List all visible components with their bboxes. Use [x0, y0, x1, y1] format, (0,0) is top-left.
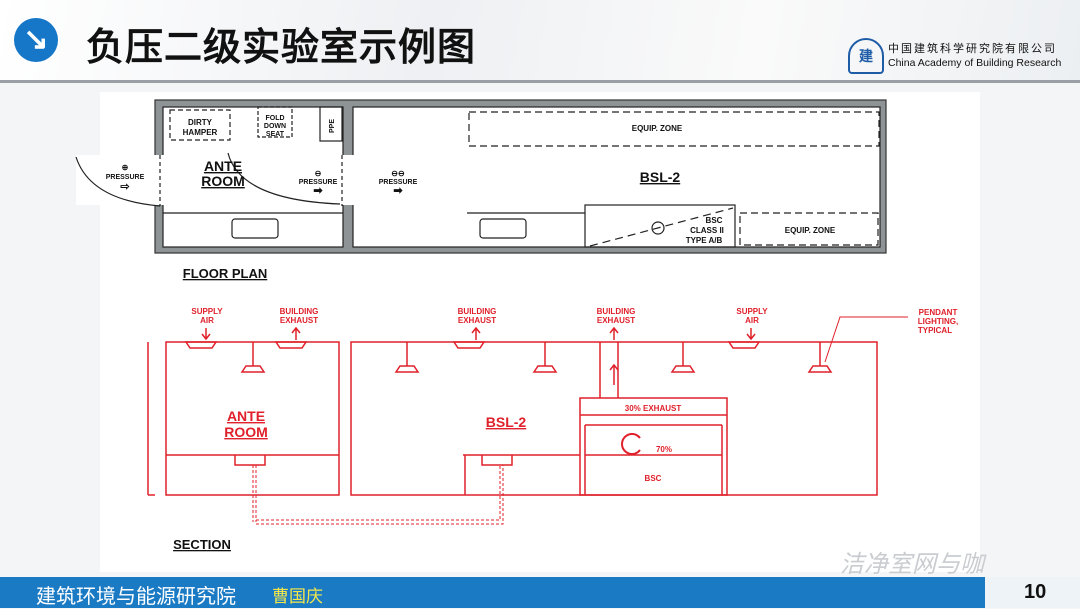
negative-pressure-icon: ⊖	[315, 169, 322, 178]
arrow-right-icon: ⇨	[120, 181, 130, 193]
page-number-box	[985, 577, 1080, 608]
floor-plan-caption: FLOOR PLAN	[183, 266, 268, 281]
cabr-logo-icon: 建	[848, 38, 884, 74]
pendant-lights	[240, 342, 833, 373]
ante-room-floor	[162, 106, 344, 248]
label: AIR	[745, 316, 759, 325]
exhaust-label: 30% EXHAUST	[625, 404, 682, 413]
equip-zone-top	[468, 111, 880, 147]
label: LIGHTING,	[918, 317, 958, 326]
label: FOLD	[265, 115, 284, 122]
logo-english-name: China Academy of Building Research	[888, 57, 1062, 69]
label: EXHAUST	[280, 316, 318, 325]
watermark: 洁净室网与咖	[840, 550, 984, 578]
label: EXHAUST	[597, 316, 635, 325]
pressure-label: PRESSURE	[299, 179, 338, 186]
label: TYPICAL	[918, 326, 952, 335]
ante-room-label: ROOM	[201, 173, 245, 189]
entry-door-swing	[75, 156, 161, 207]
arrow-down-right-icon: ↘	[14, 18, 58, 62]
label: EXHAUST	[458, 316, 496, 325]
header-background	[0, 0, 1080, 82]
ppe-cabinet	[319, 106, 343, 142]
bsl2-floor	[352, 106, 881, 248]
footer-institute: 建筑环境与能源研究院	[36, 584, 236, 608]
ante-room-label: ANTE	[227, 408, 265, 424]
label: SUPPLY	[736, 307, 768, 316]
equip-zone-bottom	[739, 212, 879, 246]
bsc-section	[579, 397, 728, 496]
ante-door-swing	[227, 152, 341, 205]
ante-room-label: ROOM	[224, 424, 268, 440]
bsc-plan	[584, 204, 736, 248]
sink	[231, 218, 279, 239]
positive-pressure-icon: ⊕	[122, 163, 129, 172]
label: DIRTY	[188, 118, 213, 127]
arrow-right-icon: ➡	[313, 185, 323, 197]
double-negative-pressure-icon: ⊖⊖	[391, 169, 405, 178]
section-caption: SECTION	[173, 537, 231, 552]
fold-down-seat	[257, 106, 293, 138]
section-view	[147, 316, 908, 525]
bsl2-label: BSL-2	[486, 414, 527, 430]
dirty-hamper	[169, 109, 231, 141]
arrow-right-icon: ➡	[393, 185, 403, 197]
bsc-label: BSC	[645, 474, 662, 483]
footer-author: 曹国庆	[272, 587, 323, 607]
label: SEAT	[266, 131, 285, 138]
label: AIR	[200, 316, 214, 325]
equip-zone-label: EQUIP. ZONE	[785, 226, 836, 235]
footer-bar	[0, 577, 1080, 608]
label: SUPPLY	[191, 307, 223, 316]
pressure-label: PRESSURE	[379, 179, 418, 186]
floor-plan	[75, 99, 887, 254]
bsc-label: BSC	[706, 216, 723, 225]
label: DOWN	[264, 123, 286, 130]
label: PPE	[329, 119, 336, 133]
bsl2-label: BSL-2	[640, 169, 681, 185]
header-divider	[0, 80, 1080, 83]
label: BUILDING	[458, 307, 497, 316]
page-number: 10	[1024, 581, 1047, 603]
slide-title: 负压二级实验室示例图	[86, 25, 477, 69]
label: PENDANT	[919, 308, 958, 317]
equip-zone-label: EQUIP. ZONE	[632, 124, 683, 133]
sink	[479, 218, 527, 239]
recirc-label: 70%	[656, 445, 672, 454]
bsc-label: CLASS II	[690, 226, 724, 235]
bsc-label: TYPE A/B	[686, 236, 723, 245]
ante-room-label: ANTE	[204, 158, 242, 174]
pressure-label: PRESSURE	[106, 174, 145, 181]
logo-chinese-name: 中国建筑科学研究院有限公司	[888, 42, 1057, 55]
label: BUILDING	[280, 307, 319, 316]
label: BUILDING	[597, 307, 636, 316]
label: HAMPER	[183, 128, 218, 137]
